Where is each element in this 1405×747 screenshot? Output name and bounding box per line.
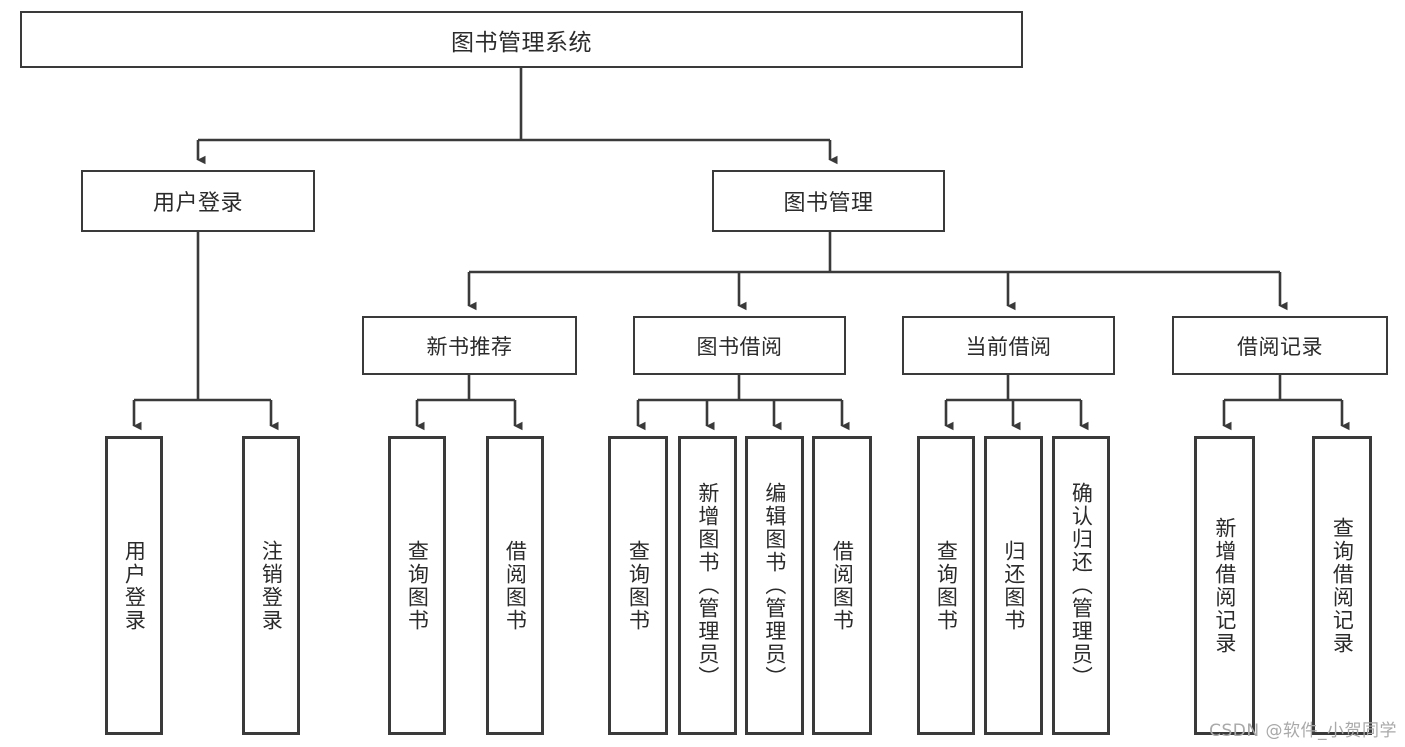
node-root[interactable]: 图书管理系统 bbox=[20, 11, 1023, 68]
leaf-query-book-1[interactable]: 查询图书 bbox=[388, 436, 446, 735]
node-new-book-recommend[interactable]: 新书推荐 bbox=[362, 316, 577, 375]
leaf-edit-book-admin[interactable]: 编辑图书（管理员） bbox=[745, 436, 804, 735]
leaf-add-borrow-record-label: 新增借阅记录 bbox=[1212, 516, 1237, 655]
leaf-user-logout-label: 注销登录 bbox=[259, 539, 284, 632]
leaf-add-book-admin[interactable]: 新增图书（管理员） bbox=[678, 436, 737, 735]
leaf-query-book-2-label: 查询图书 bbox=[626, 539, 651, 632]
leaf-return-book[interactable]: 归还图书 bbox=[984, 436, 1043, 735]
leaf-confirm-return-admin-label: 确认归还（管理员） bbox=[1069, 482, 1094, 689]
leaf-query-borrow-record-label: 查询借阅记录 bbox=[1330, 516, 1355, 655]
leaf-query-book-1-label: 查询图书 bbox=[405, 539, 430, 632]
leaf-edit-book-admin-label: 编辑图书（管理员） bbox=[762, 482, 787, 689]
leaf-return-book-label: 归还图书 bbox=[1001, 539, 1026, 632]
node-book-borrow-label: 图书借阅 bbox=[696, 334, 783, 359]
node-root-label: 图书管理系统 bbox=[451, 29, 592, 56]
leaf-query-book-3-label: 查询图书 bbox=[934, 539, 959, 632]
leaf-query-book-2[interactable]: 查询图书 bbox=[608, 436, 668, 735]
node-book-management[interactable]: 图书管理 bbox=[712, 170, 945, 232]
node-book-borrow[interactable]: 图书借阅 bbox=[633, 316, 846, 375]
leaf-query-book-3[interactable]: 查询图书 bbox=[917, 436, 975, 735]
leaf-add-borrow-record[interactable]: 新增借阅记录 bbox=[1194, 436, 1255, 735]
leaf-user-login[interactable]: 用户登录 bbox=[105, 436, 163, 735]
node-current-borrow[interactable]: 当前借阅 bbox=[902, 316, 1115, 375]
leaf-user-logout[interactable]: 注销登录 bbox=[242, 436, 300, 735]
leaf-borrow-book-2-label: 借阅图书 bbox=[830, 539, 855, 632]
node-user-login-label: 用户登录 bbox=[152, 191, 243, 216]
node-current-borrow-label: 当前借阅 bbox=[965, 334, 1052, 359]
csdn-watermark: CSDN @软件_小贺同学 bbox=[1209, 721, 1397, 741]
leaf-borrow-book-1[interactable]: 借阅图书 bbox=[486, 436, 544, 735]
node-borrow-record-label: 借阅记录 bbox=[1237, 334, 1323, 359]
leaf-borrow-book-2[interactable]: 借阅图书 bbox=[812, 436, 872, 735]
node-new-book-recommend-label: 新书推荐 bbox=[426, 334, 513, 359]
leaf-add-book-admin-label: 新增图书（管理员） bbox=[695, 482, 720, 689]
leaf-user-login-label: 用户登录 bbox=[122, 539, 147, 632]
node-borrow-record[interactable]: 借阅记录 bbox=[1172, 316, 1388, 375]
leaf-confirm-return-admin[interactable]: 确认归还（管理员） bbox=[1052, 436, 1110, 735]
leaf-query-borrow-record[interactable]: 查询借阅记录 bbox=[1312, 436, 1372, 735]
node-user-login[interactable]: 用户登录 bbox=[81, 170, 315, 232]
node-book-management-label: 图书管理 bbox=[783, 191, 874, 216]
leaf-borrow-book-1-label: 借阅图书 bbox=[503, 539, 528, 632]
